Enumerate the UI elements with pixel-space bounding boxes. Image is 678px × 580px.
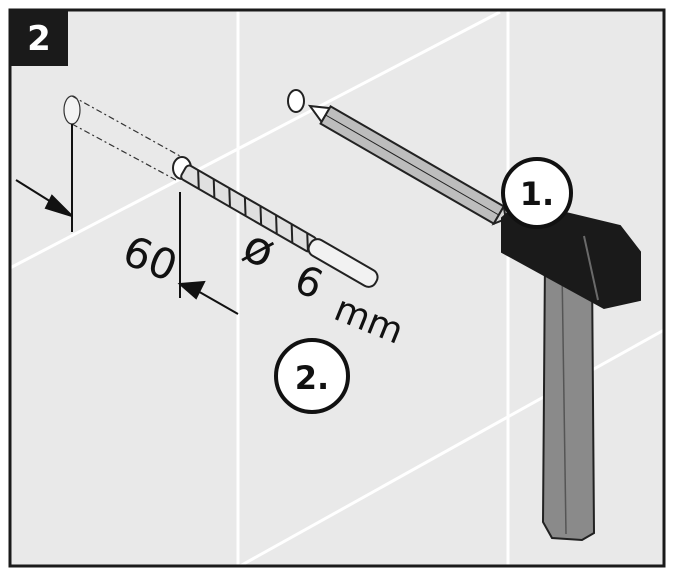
grout-diagonal-1 bbox=[9, 10, 501, 270]
pencil-mark bbox=[287, 89, 305, 113]
step-2-number: 2. bbox=[295, 359, 329, 397]
hammer-head-facet bbox=[583, 235, 599, 301]
depth-arrow-left-head bbox=[44, 194, 73, 217]
hammer-handle bbox=[541, 256, 596, 542]
panel-frame bbox=[8, 8, 666, 568]
drill-bit-icon bbox=[180, 164, 379, 288]
step-badge: 2 bbox=[10, 10, 68, 66]
step-badge-number: 2 bbox=[27, 19, 51, 59]
pencil-icon bbox=[307, 104, 507, 226]
tile-grout-lines bbox=[9, 10, 665, 568]
hammer-handle-edge bbox=[561, 267, 567, 535]
depth-arrow-right-shaft bbox=[195, 289, 239, 315]
step-2-callout: 2. bbox=[274, 338, 350, 414]
depth-arrow-right-head bbox=[177, 280, 206, 300]
step-1-number: 1. bbox=[520, 175, 554, 213]
step-1-callout: 1. bbox=[501, 157, 573, 229]
depth-dimension bbox=[15, 124, 239, 315]
